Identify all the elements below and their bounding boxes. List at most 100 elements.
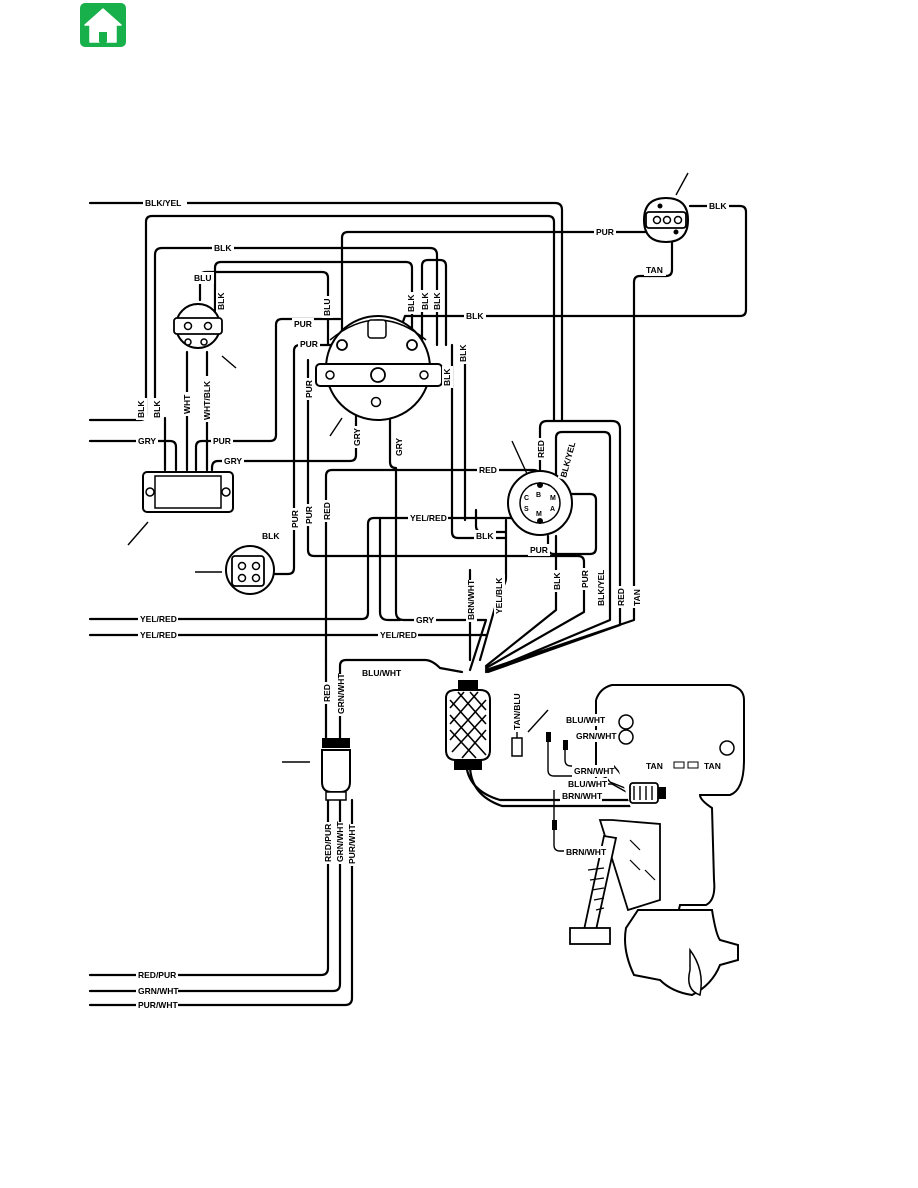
term-s: S <box>524 506 529 513</box>
svg-text:PUR: PUR <box>294 319 312 329</box>
harness-connector <box>282 738 351 801</box>
svg-text:PUR: PUR <box>580 570 590 588</box>
label-blk-v6-gauge: BLK <box>442 366 453 388</box>
svg-text:TAN: TAN <box>632 589 642 606</box>
label-red-v2: RED <box>322 500 333 522</box>
label-pur-top: PUR <box>594 226 616 238</box>
label-yel-red-1: YEL/RED <box>138 613 178 625</box>
tilt-switch <box>173 303 237 369</box>
svg-text:GRN/WHT: GRN/WHT <box>138 986 179 996</box>
svg-text:BLK/YEL: BLK/YEL <box>558 441 577 479</box>
svg-text:PUR: PUR <box>596 227 614 237</box>
svg-text:YEL/RED: YEL/RED <box>140 614 177 624</box>
tachometer <box>315 315 443 437</box>
label-red-h: RED <box>477 464 499 476</box>
svg-text:YEL/RED: YEL/RED <box>410 513 447 523</box>
label-red-pur-h: RED/PUR <box>136 969 178 981</box>
label-yel-red-2: YEL/RED <box>138 629 178 641</box>
label-pur-wht-h: PUR/WHT <box>136 999 178 1011</box>
svg-text:BLU: BLU <box>194 273 211 283</box>
label-blk-yel-key: BLK/YEL <box>557 437 580 481</box>
harness-plug <box>445 680 491 770</box>
label-pur-v3: PUR <box>304 504 315 526</box>
svg-text:TAN: TAN <box>704 761 721 771</box>
label-pur-1: PUR <box>292 318 314 330</box>
svg-text:PUR: PUR <box>290 510 300 528</box>
svg-text:BLK: BLK <box>458 344 468 362</box>
svg-text:YEL/RED: YEL/RED <box>140 630 177 640</box>
label-red-pur-v: RED/PUR <box>323 822 334 864</box>
label-brn-wht: BRN/WHT <box>466 579 477 622</box>
label-blu: BLU <box>192 272 214 284</box>
label-pur-v2: PUR <box>290 508 301 530</box>
label-wht: WHT <box>182 392 193 416</box>
trim-switch <box>195 545 275 595</box>
label-blk-left-v: BLK <box>136 398 147 420</box>
svg-text:RED/PUR: RED/PUR <box>138 970 176 980</box>
label-pur-v4: PUR <box>580 568 591 590</box>
svg-text:BLK: BLK <box>152 400 162 418</box>
term-a: A <box>550 506 555 513</box>
svg-text:BLU/WHT: BLU/WHT <box>568 779 608 789</box>
svg-text:RED: RED <box>616 588 626 606</box>
term-m1: M <box>550 495 556 502</box>
svg-text:BLK: BLK <box>442 368 452 386</box>
ignition-key-switch: B C M S M A <box>507 440 573 536</box>
svg-text:BLU/WHT: BLU/WHT <box>566 715 606 725</box>
svg-text:BRN/WHT: BRN/WHT <box>562 791 603 801</box>
svg-text:PUR: PUR <box>530 545 548 555</box>
label-blk-sw: BLK <box>474 530 496 542</box>
label-tan-eng1: TAN <box>644 760 666 772</box>
svg-text:PUR: PUR <box>304 380 314 398</box>
svg-text:YEL/BLK: YEL/BLK <box>494 577 504 614</box>
label-grn-wht-v: GRN/WHT <box>336 673 347 716</box>
svg-text:PUR/WHT: PUR/WHT <box>138 1000 178 1010</box>
svg-text:BLK/YEL: BLK/YEL <box>596 570 606 606</box>
label-grn-wht-eng2: GRN/WHT <box>572 765 615 777</box>
label-blu-wht-eng: BLU/WHT <box>564 714 606 726</box>
svg-text:GRN/WHT: GRN/WHT <box>335 821 345 862</box>
home-button[interactable] <box>80 3 126 47</box>
label-blk-v2: BLK <box>406 292 417 314</box>
label-yel-red-3: YEL/RED <box>378 629 418 641</box>
term-b: B <box>536 492 541 499</box>
svg-text:BLU/WHT: BLU/WHT <box>362 668 402 678</box>
label-gry-v1: GRY <box>352 426 363 448</box>
svg-text:BLK: BLK <box>476 531 494 541</box>
label-tan-eng2: TAN <box>702 760 724 772</box>
svg-text:GRN/WHT: GRN/WHT <box>576 731 617 741</box>
svg-text:BLK: BLK <box>216 292 226 310</box>
outboard-engine <box>546 684 745 997</box>
label-blu-wht: BLU/WHT <box>360 667 402 679</box>
label-blk-mid: BLK <box>260 530 282 542</box>
svg-text:BLK: BLK <box>420 292 430 310</box>
svg-text:BLK: BLK <box>709 201 727 211</box>
svg-text:BLK: BLK <box>136 400 146 418</box>
svg-text:WHT: WHT <box>182 394 192 414</box>
svg-text:RED: RED <box>536 440 546 458</box>
label-pur-2: PUR <box>298 338 320 350</box>
label-brn-wht-eng2: BRN/WHT <box>564 846 607 858</box>
term-c: C <box>524 495 529 502</box>
label-blk-top: BLK <box>212 242 234 254</box>
svg-text:PUR/WHT: PUR/WHT <box>347 824 357 864</box>
label-gry-v2: GRY <box>394 436 405 458</box>
label-gry-2: GRY <box>222 455 244 467</box>
stop-switch <box>642 172 690 244</box>
label-wht-blk: WHT/BLK <box>202 376 213 422</box>
svg-text:BLK/YEL: BLK/YEL <box>145 198 181 208</box>
label-gry-left: GRY <box>136 435 158 447</box>
wire-labels: BLK/YEL BLK PUR BLK TAN BLU BLK BLK PUR … <box>136 197 729 1011</box>
svg-text:RED: RED <box>322 684 332 702</box>
label-grn-wht-eng: GRN/WHT <box>574 730 617 742</box>
label-blu-wht-eng2: BLU/WHT <box>566 778 608 790</box>
label-pur-left: PUR <box>211 435 233 447</box>
svg-text:GRY: GRY <box>394 438 404 456</box>
label-tan-blu: TAN/BLU <box>512 690 523 732</box>
label-blu-v: BLU <box>322 296 333 318</box>
svg-text:BLK: BLK <box>214 243 232 253</box>
svg-text:RED: RED <box>322 502 332 520</box>
svg-text:GRN/WHT: GRN/WHT <box>574 766 615 776</box>
label-grn-wht-h: GRN/WHT <box>136 985 179 997</box>
